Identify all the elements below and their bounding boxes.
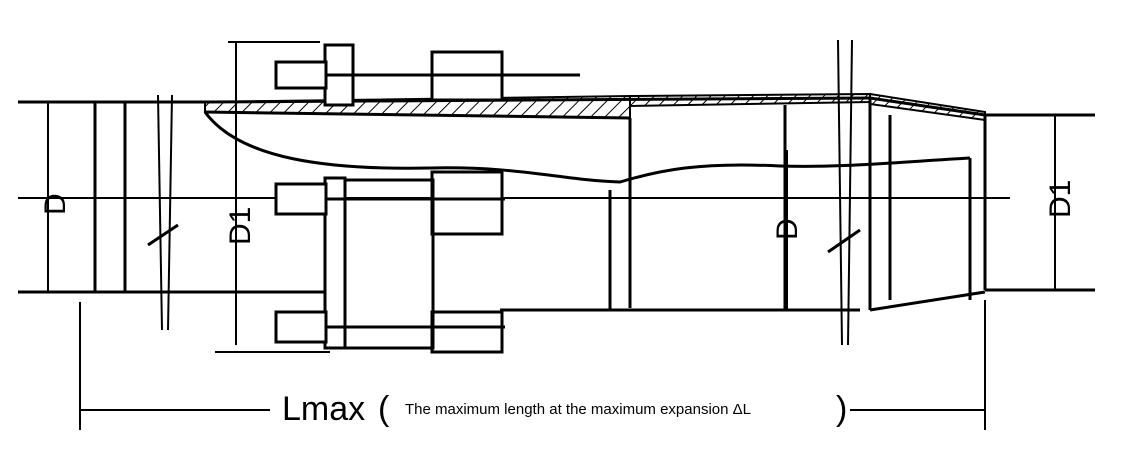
hatched-sleeve <box>204 92 986 122</box>
flange-and-bolts <box>274 43 580 354</box>
lmax-label: Lmax <box>282 390 365 428</box>
right-d-label: D <box>771 218 804 240</box>
dimension-lines <box>47 39 1056 430</box>
paren-open: ( <box>378 390 390 428</box>
paren-close: ) <box>836 390 847 428</box>
pipe-outline <box>18 96 1095 312</box>
right-d1-label: D1 <box>1044 180 1077 218</box>
left-d1-label: D1 <box>224 207 257 245</box>
lmax-note: The maximum length at the maximum expans… <box>405 401 751 418</box>
left-d-label: D <box>39 193 72 215</box>
